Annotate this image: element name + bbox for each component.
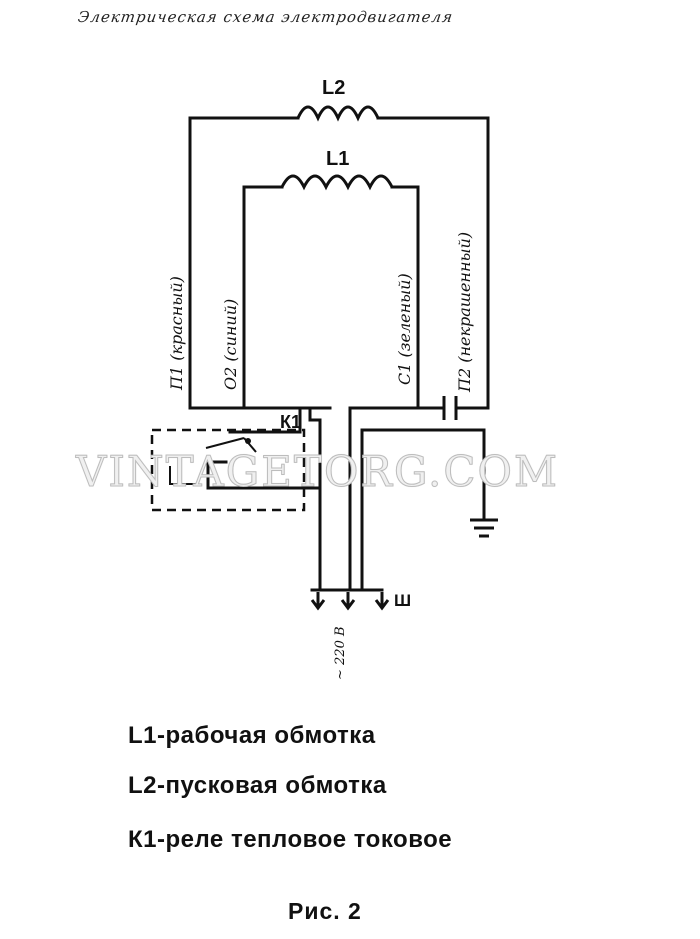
wire-inner-loop <box>242 185 420 410</box>
relay-contact-point <box>245 438 251 444</box>
wire-common-down <box>348 406 486 592</box>
label-wire-p2: П2 (некрашенный) <box>455 232 474 393</box>
coil-l2 <box>296 105 380 122</box>
label-wire-c1: С1 (зеленый) <box>395 273 414 385</box>
label-l2: L2 <box>322 77 345 99</box>
plug-arrows <box>310 592 390 611</box>
capacitor <box>442 396 458 420</box>
figure-caption: Рис. 2 <box>288 898 362 924</box>
legend-item-k1: К1-реле тепловое токовое <box>128 826 453 853</box>
label-supply: ~ 220 В <box>333 626 348 680</box>
legend-item-l1: L1-рабочая обмотка <box>128 722 376 749</box>
wire-outer-loop <box>188 116 490 410</box>
label-wire-p1: П1 (красный) <box>167 276 186 391</box>
label-relay-k1: К1 <box>280 412 301 432</box>
label-l1: L1 <box>326 148 349 170</box>
legend-item-l2: L2-пусковая обмотка <box>128 772 387 799</box>
wire-relay <box>206 406 322 592</box>
coil-l1 <box>280 174 394 191</box>
ground-symbol <box>470 518 498 538</box>
relay-enclosure <box>150 428 306 512</box>
label-wire-o2: О2 (синий) <box>221 299 240 390</box>
label-plug: Ш <box>394 591 411 610</box>
